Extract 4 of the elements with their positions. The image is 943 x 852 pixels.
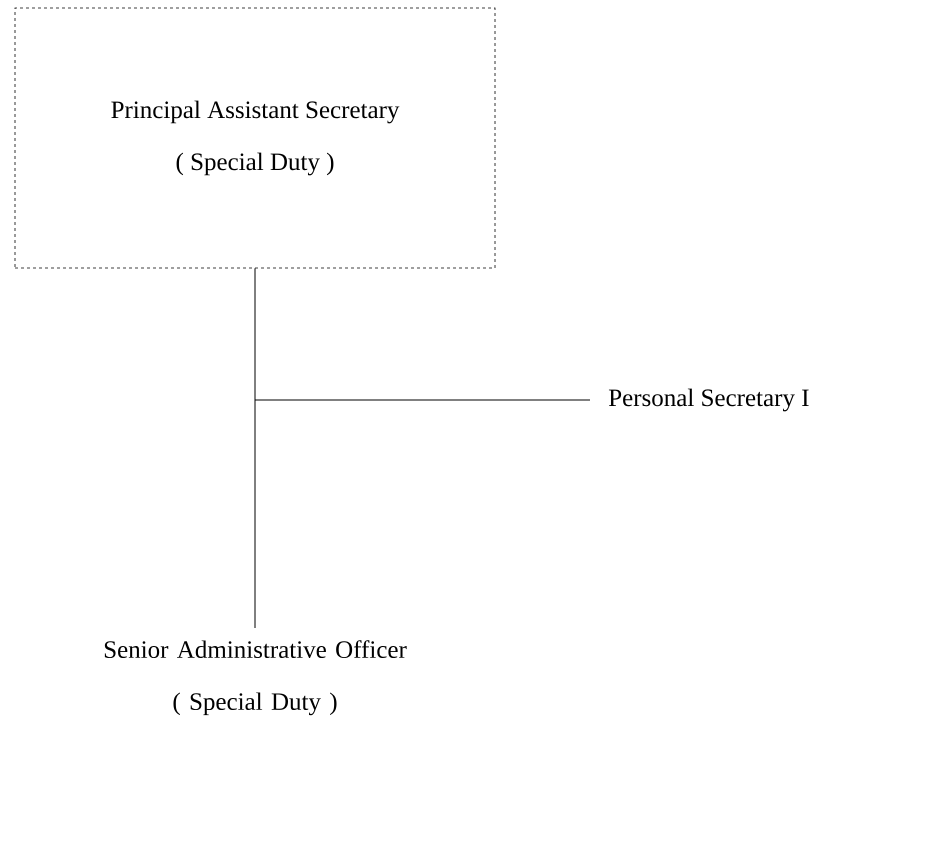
- dashed-box: Principal Assistant Secretary ( Special Duty ): [14, 8, 496, 268]
- position-label: Senior Administrative Officer ( Special Duty ): [104, 640, 407, 716]
- connector-line: [254, 268, 256, 628]
- position-label: Personal Secretary I: [608, 388, 809, 412]
